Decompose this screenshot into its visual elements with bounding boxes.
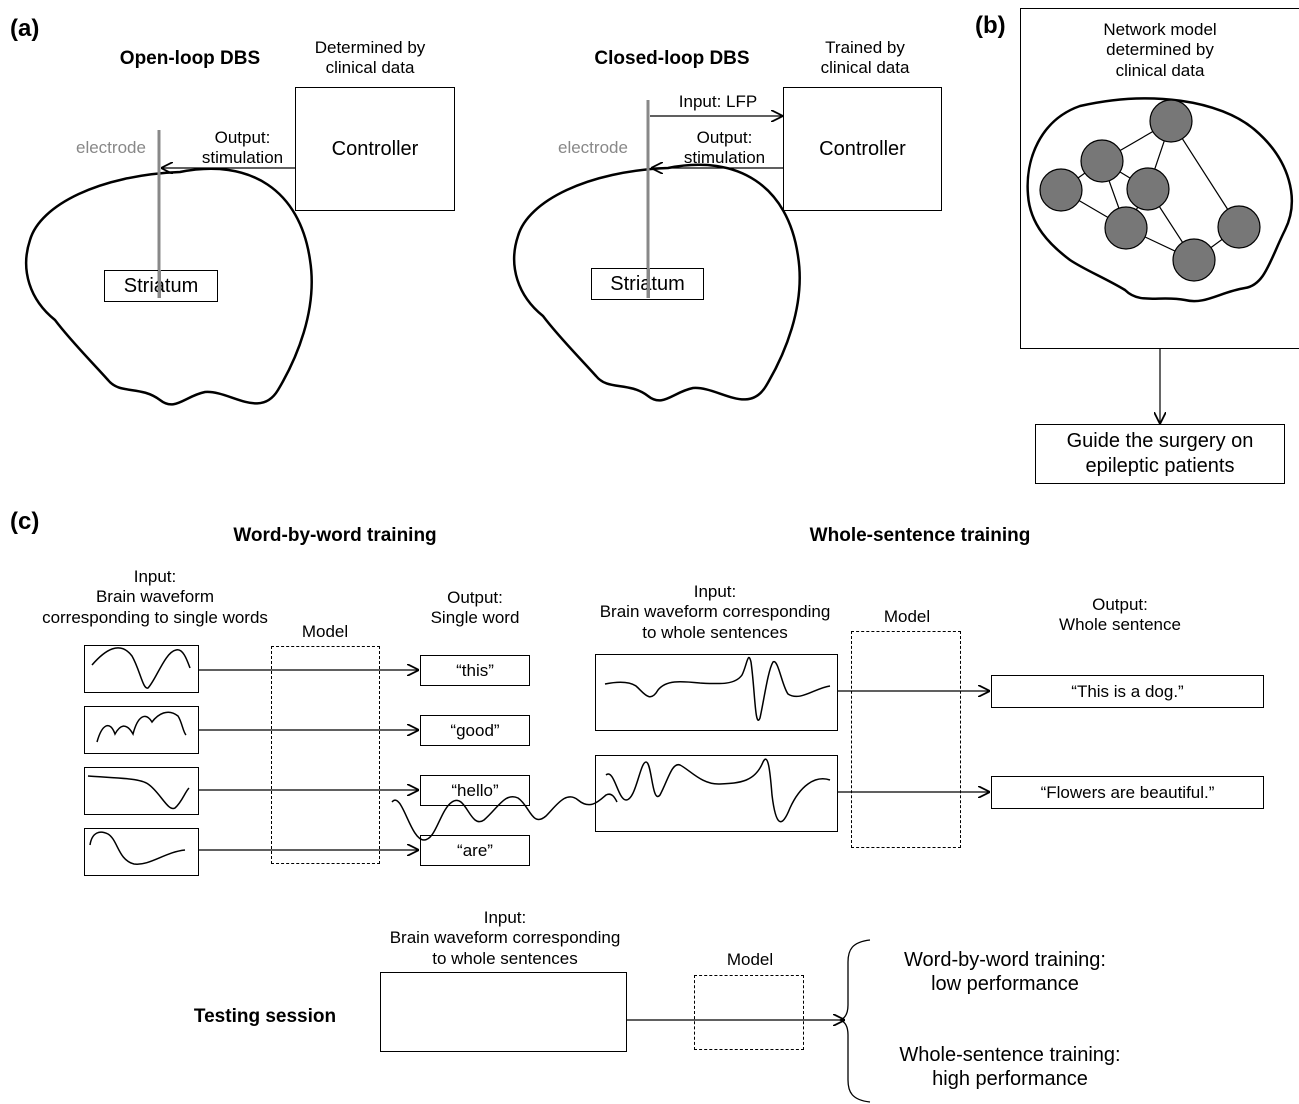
word-training-output-label: Output: Single word: [430, 588, 520, 628]
waveform-word-2: [96, 711, 187, 743]
word-training-model-label: Model: [301, 622, 349, 641]
closed-loop-input-label: Input: LFP: [678, 92, 758, 111]
electrode-tip-open-loop: [157, 270, 161, 298]
word-waveform-box: [84, 828, 199, 876]
closed-loop-output-label: Output: stimulation: [683, 128, 766, 168]
testing-session-title: Testing session: [193, 1006, 337, 1027]
word-waveform-box: [84, 645, 199, 693]
controller-box-open-loop: Controller: [295, 87, 455, 211]
sentence-arrows: [838, 691, 990, 792]
word-output-box: “hello”: [420, 775, 530, 806]
sentence-training-input-label: Input: Brain waveform corresponding to w…: [599, 582, 831, 642]
closed-loop-controller-note: Trained by clinical data: [820, 38, 910, 78]
word-model-box: [271, 646, 380, 864]
sentence-output-box: “This is a dog.”: [991, 675, 1264, 708]
sentence-model-box: [851, 631, 961, 848]
network-node: [1217, 205, 1261, 249]
panel-label-a: (a): [10, 15, 40, 42]
controller-box-closed-loop: Controller: [783, 87, 942, 211]
testing-waveform-box: [380, 972, 627, 1052]
testing-model-box: [694, 975, 804, 1050]
sentence-waveform-box: [595, 755, 838, 832]
network-model-frame: [1020, 8, 1299, 349]
electrode-label-closed-loop: electrode: [558, 138, 628, 157]
sentence-training-title: Whole-sentence training: [809, 525, 1031, 546]
word-training-result: Word-by-word training: low performance: [904, 949, 1106, 995]
network-node: [1104, 206, 1148, 250]
network-node: [1039, 168, 1083, 212]
striatum-box-open-loop: Striatum: [104, 270, 218, 302]
word-waveform-box: [84, 706, 199, 754]
brain-outline-network: [1026, 97, 1293, 303]
word-arrows: [198, 670, 419, 850]
network-model-label: Network model determined by clinical dat…: [1103, 20, 1217, 80]
network-node: [1172, 238, 1216, 282]
brain-outline-open-loop: [25, 167, 313, 406]
network-node: [1149, 99, 1193, 143]
waveform-testing: [391, 793, 618, 841]
electrode-tip-closed-loop: [646, 268, 650, 298]
network-node: [1080, 139, 1124, 183]
open-loop-title: Open-loop DBS: [119, 48, 261, 69]
closed-loop-title: Closed-loop DBS: [594, 48, 750, 69]
testing-model-label: Model: [726, 950, 774, 969]
word-output-box: “this”: [420, 655, 530, 686]
waveform-word-1: [91, 647, 191, 689]
word-waveform-box: [84, 767, 199, 815]
waveform-word-3: [87, 775, 190, 810]
surgery-guidance-box: Guide the surgery on epileptic patients: [1035, 424, 1285, 484]
sentence-training-output-label: Output: Whole sentence: [1059, 595, 1181, 635]
sentence-training-model-label: Model: [883, 607, 931, 626]
results-brace: [837, 939, 871, 1103]
network-nodes: [1039, 99, 1261, 282]
open-loop-controller-note: Determined by clinical data: [314, 38, 426, 78]
waveform-sentence-1: [604, 656, 831, 721]
brain-outline-closed-loop: [513, 163, 801, 402]
panel-label-b: (b): [975, 12, 1006, 39]
electrode-label-open-loop: electrode: [76, 138, 146, 157]
sentence-training-result: Whole-sentence training: high performanc…: [899, 1044, 1121, 1090]
word-output-box: “good”: [420, 715, 530, 746]
waveform-word-4: [89, 831, 186, 865]
sentence-waveform-box: [595, 654, 838, 731]
word-training-title: Word-by-word training: [233, 525, 437, 546]
sentence-output-box: “Flowers are beautiful.”: [991, 776, 1264, 809]
waveform-sentence-2: [605, 758, 831, 823]
testing-input-label: Input: Brain waveform corresponding to w…: [389, 908, 621, 968]
network-node: [1126, 167, 1170, 211]
open-loop-output-label: Output: stimulation: [201, 128, 284, 168]
word-training-input-label: Input: Brain waveform corresponding to s…: [42, 567, 268, 627]
panel-label-c: (c): [10, 508, 40, 535]
word-output-box: “are”: [420, 835, 530, 866]
